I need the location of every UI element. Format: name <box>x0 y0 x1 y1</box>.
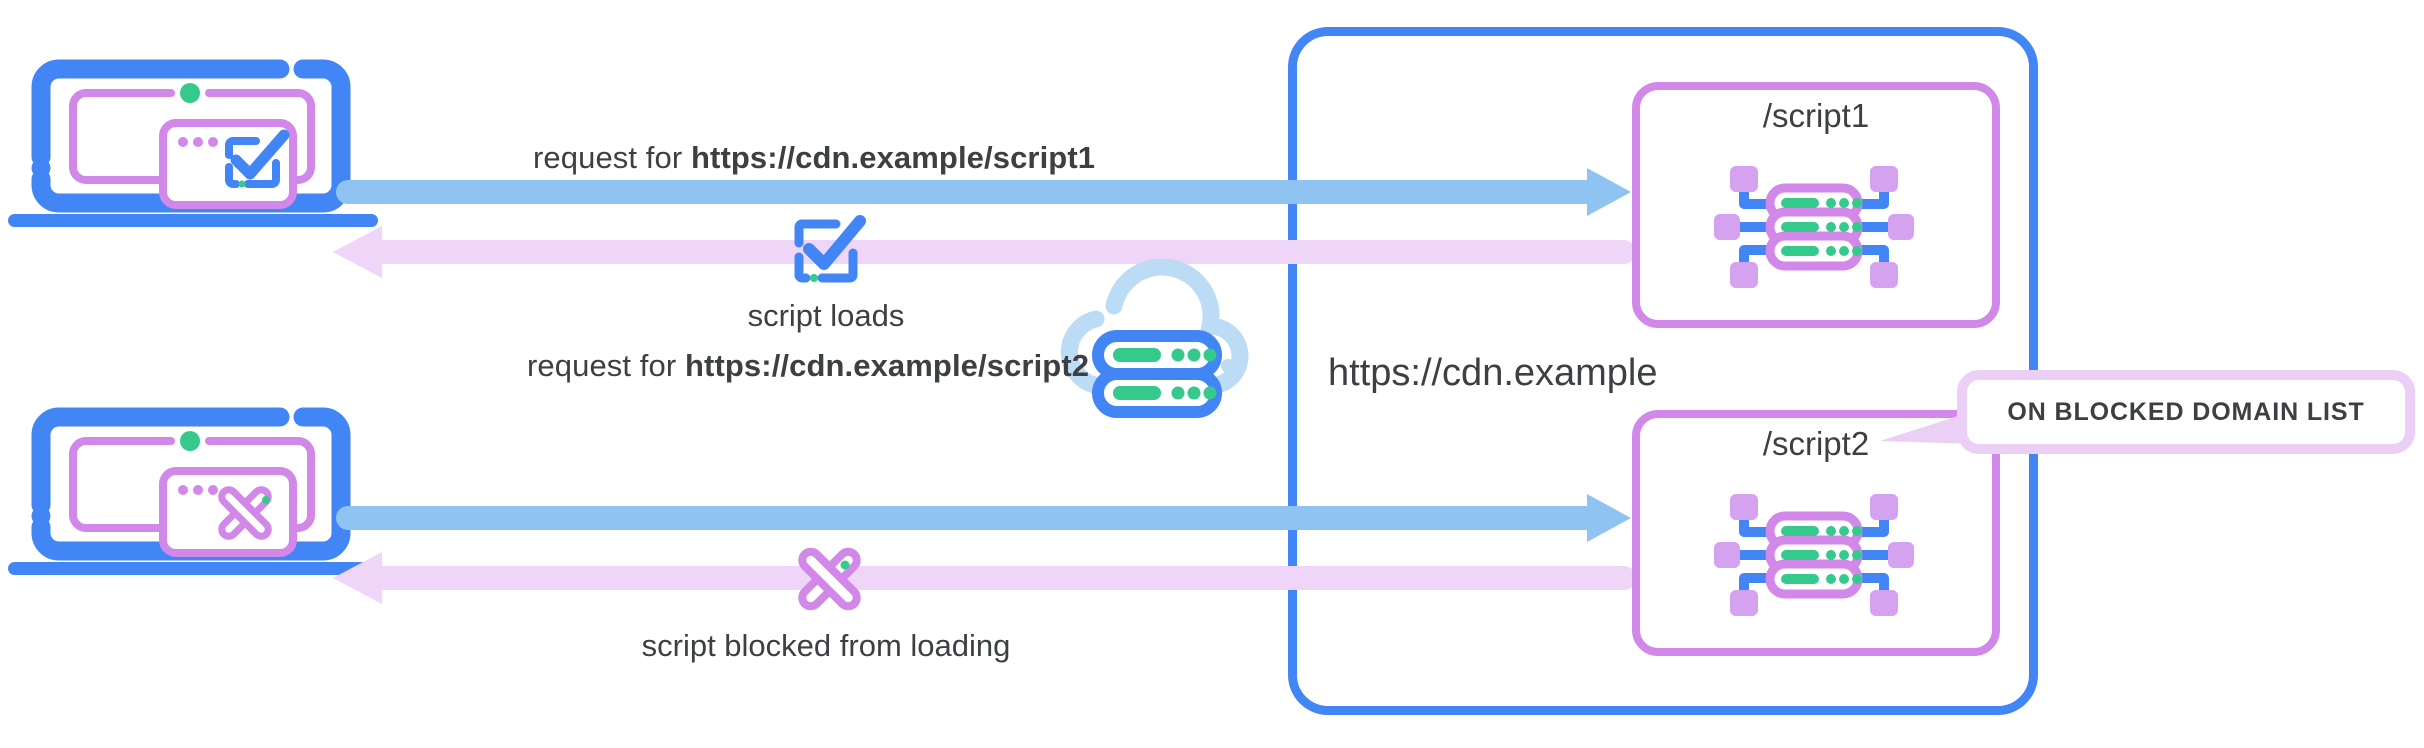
request-label-url: https://cdn.example/script1 <box>691 140 1096 175</box>
request-label-script1: request for https://cdn.example/script1 <box>533 140 1095 176</box>
response-arrow-script1 <box>328 226 1636 278</box>
server-node-icon-script1 <box>1714 162 1914 292</box>
script2-label: /script2 <box>1762 425 1870 462</box>
script1-label: /script1 <box>1762 97 1870 134</box>
x-cross-icon <box>790 540 868 618</box>
response-arrow-script2 <box>328 552 1636 604</box>
request-label-script2: request for https://cdn.example/script2 <box>527 348 1089 384</box>
request-label-prefix-2: request for <box>527 348 686 383</box>
callout-label: ON BLOCKED DOMAIN LIST <box>2007 397 2365 426</box>
laptop-check-icon <box>8 59 378 227</box>
laptop-blocked-icon <box>8 407 378 575</box>
request-arrow-script1 <box>336 168 1636 216</box>
cdn-domain-label: https://cdn.example <box>1328 352 1658 394</box>
status-label-script-blocked: script blocked from loading <box>641 628 1011 663</box>
request-arrow-script2 <box>336 494 1636 542</box>
request-label-url-2: https://cdn.example/script2 <box>685 348 1090 383</box>
status-label-script-loads: script loads <box>747 298 905 333</box>
cloud-server-icon <box>1060 258 1250 418</box>
server-node-icon-script2 <box>1714 490 1914 620</box>
request-label-prefix: request for <box>533 140 692 175</box>
check-square-icon <box>790 215 866 287</box>
callout-blocked-domain-list: ON BLOCKED DOMAIN LIST <box>1957 370 2415 454</box>
